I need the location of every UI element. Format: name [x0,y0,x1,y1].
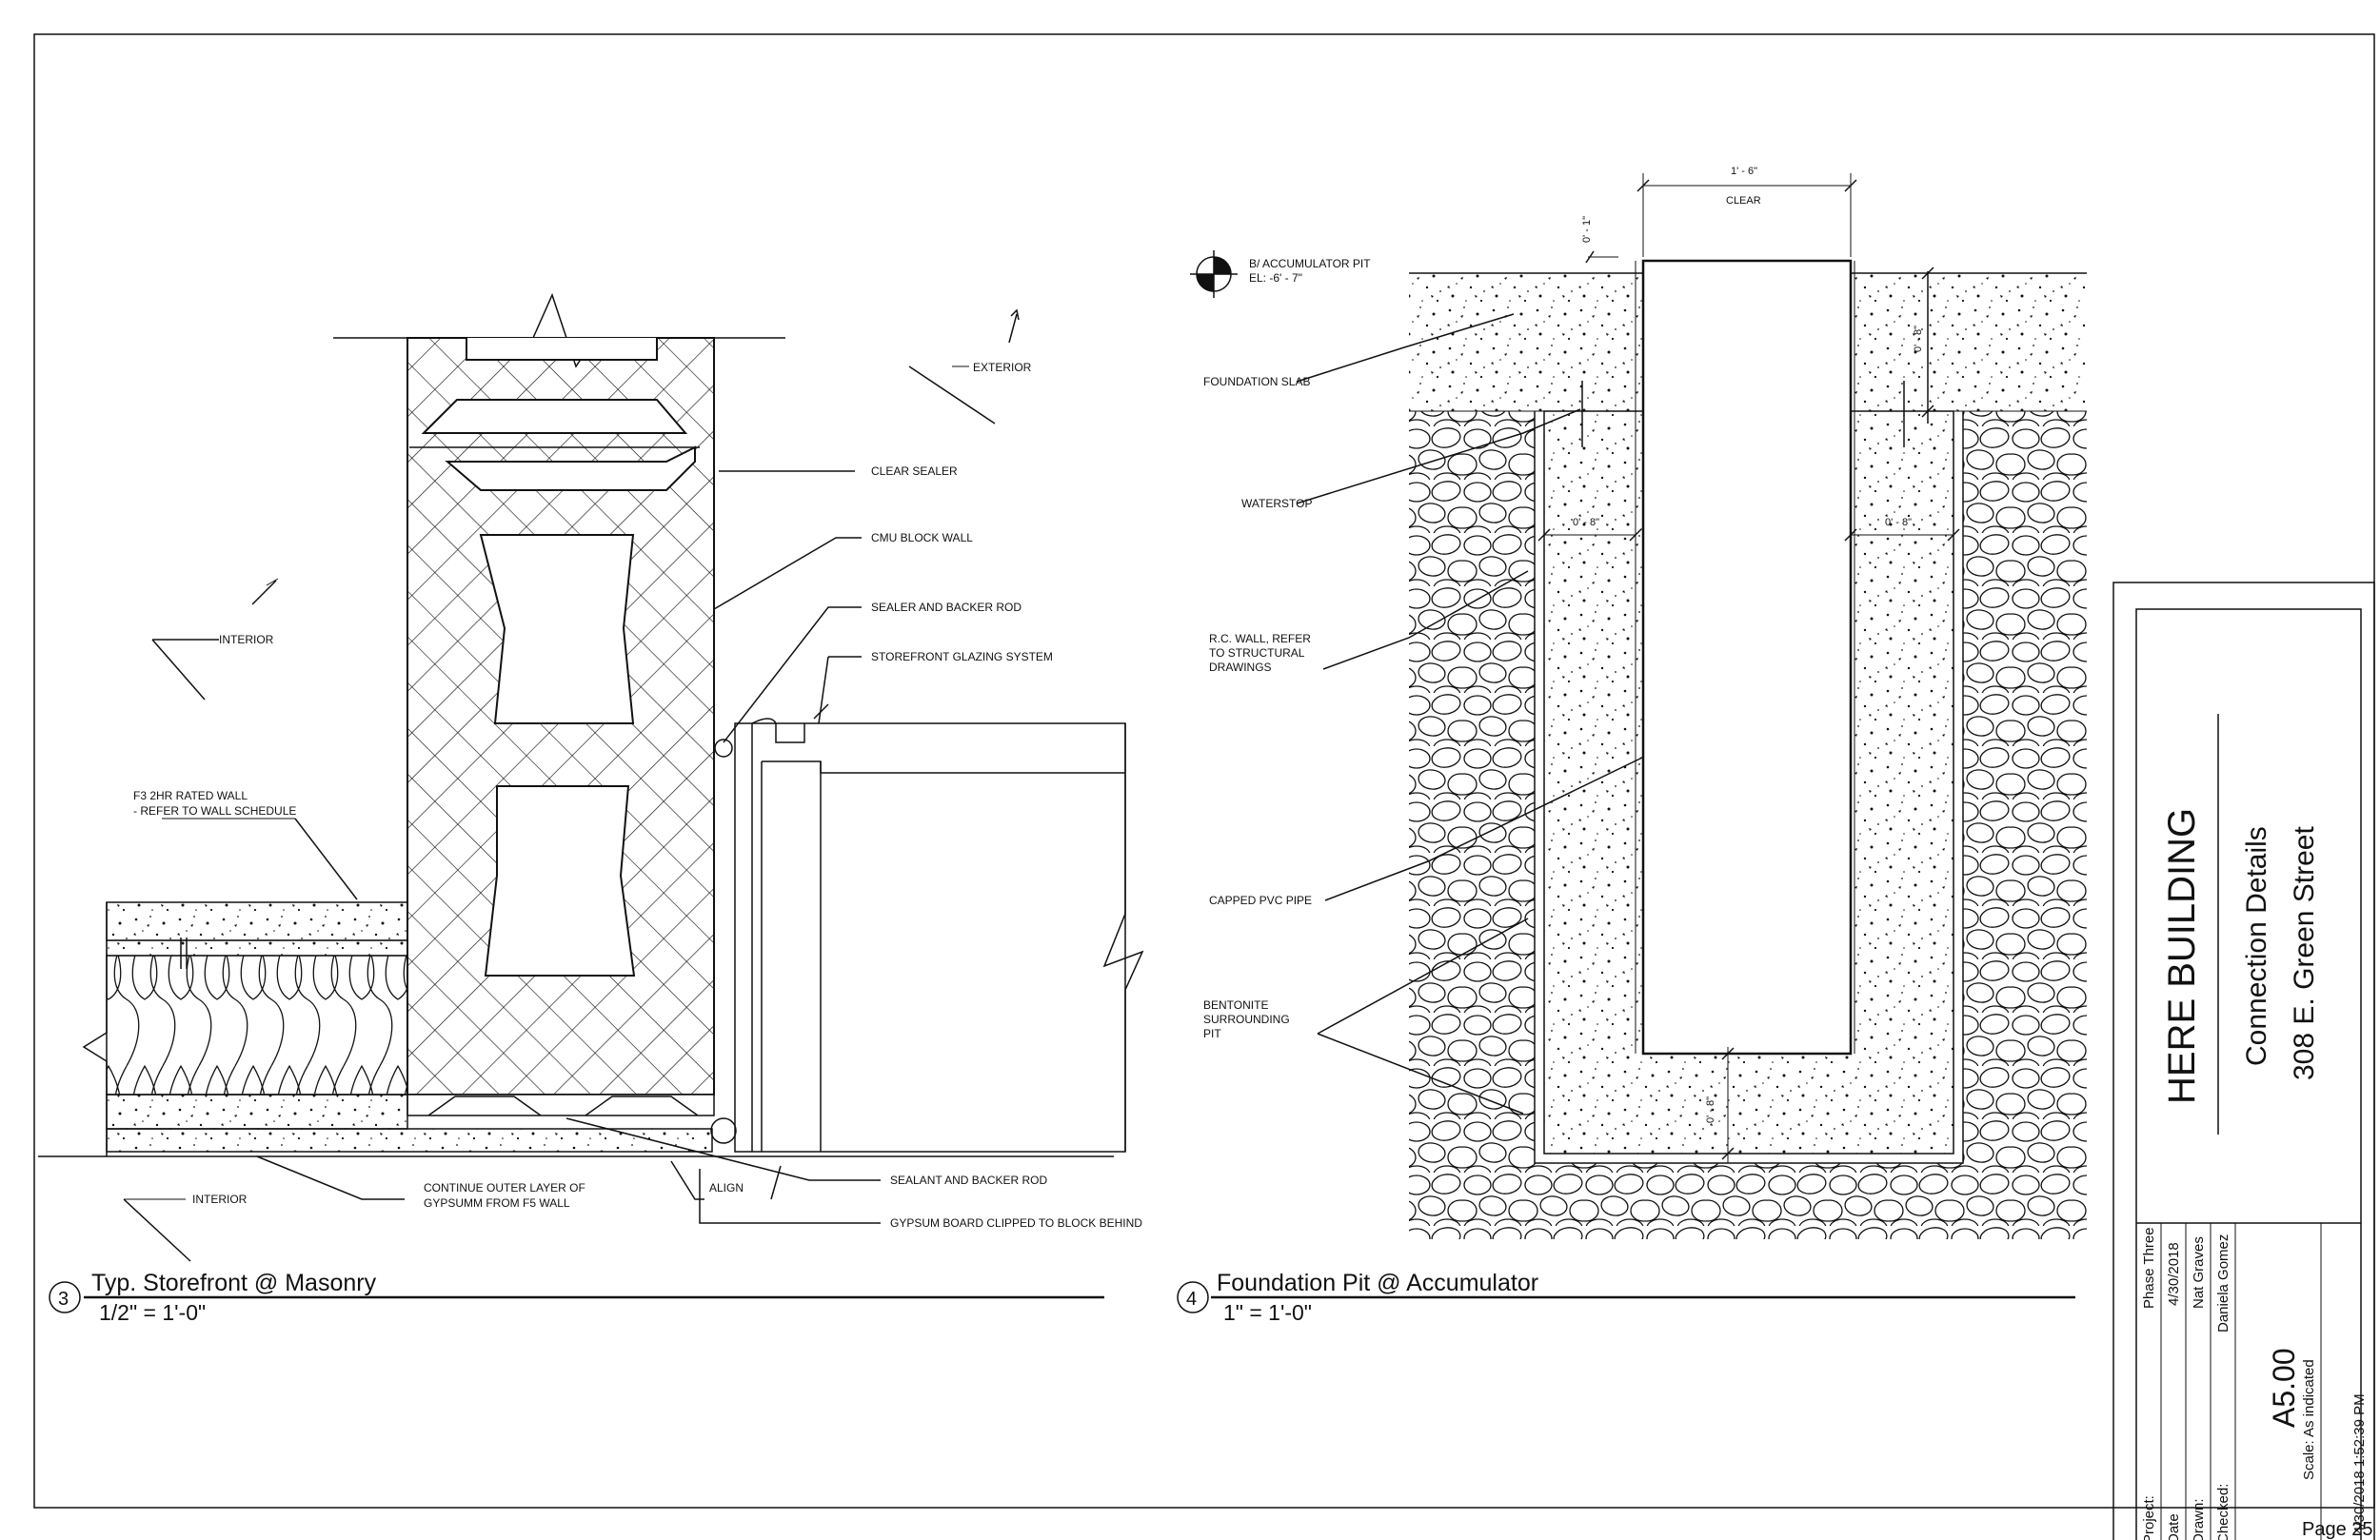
label-continue-line2: GYPSUMM FROM F5 WALL [424,1196,570,1210]
label-sealer-backer-rod: SEALER AND BACKER ROD [871,601,1021,614]
tb-drawn-label: Drawn: [2191,1498,2207,1540]
label-exterior: EXTERIOR [973,361,1032,374]
storefront-frame [710,718,1144,1153]
detail-4-title: Foundation Pit @ Accumulator [1217,1270,1538,1296]
label-interior-bottom: INTERIOR [192,1193,248,1206]
label-elevation-line1: B/ ACCUMULATOR PIT [1249,257,1371,270]
tb-scale-value: As indicated [2301,1359,2317,1437]
elevation-marker [1190,250,1238,298]
detail-4-leaders [1296,313,1643,1115]
label-foundation-slab: FOUNDATION SLAB [1203,375,1310,388]
label-bentonite-line2: SURROUNDING [1203,1013,1290,1026]
detail-4-number-bubble [1177,1281,1209,1313]
tb-sheet-title: Connection Details [2241,826,2272,1066]
dim-bottom: 0' - 8" [1705,1096,1716,1123]
interior-wall-assembly [38,901,1114,1157]
label-bentonite-line3: PIT [1203,1027,1221,1040]
detail-3-scale: 1/2" = 1'-0" [99,1300,206,1325]
page-label: Page 25 [2302,1519,2373,1540]
tb-date-label: Date [2166,1513,2182,1540]
detail-4-scale: 1" = 1'-0" [1223,1300,1312,1325]
dim-top: 0' - 1" [1581,216,1593,243]
detail-3-title: Typ. Storefront @ Masonry [91,1270,377,1296]
tb-project-label: Project: [2141,1495,2157,1540]
detail-3-leaders [123,308,1020,1262]
label-rc-wall-line2: TO STRUCTURAL [1209,646,1305,660]
dim-width: 1' - 6" [1731,166,1757,177]
detail-3-number: 3 [58,1289,69,1310]
tb-scale-label: Scale: [2301,1440,2317,1480]
tb-project-value: Phase Three [2141,1227,2157,1309]
tb-checked-label: Checked: [2215,1484,2231,1540]
label-cmu-block-wall: CMU BLOCK WALL [871,531,973,544]
title-block: HERE BUILDING Connection Details 308 E. … [2112,582,2375,1540]
tb-checked-value: Daniela Gomez [2215,1234,2231,1333]
capped-pvc-pipe [1641,259,1853,1056]
detail-4-foundation-pit: 1' - 6" CLEAR 0' - 1" 0' - 8" 0' - 8" 0'… [1177,166,2087,1325]
tb-drawn-value: Nat Graves [2191,1236,2207,1309]
label-sealant-backer-rod: SEALANT AND BACKER ROD [890,1174,1047,1187]
label-rc-wall-line1: R.C. WALL, REFER [1209,632,1311,645]
detail-4-number: 4 [1186,1289,1197,1310]
dim-left: 0' - 8" [1573,517,1599,528]
label-rc-wall-line3: DRAWINGS [1209,661,1272,674]
label-interior-top: INTERIOR [219,633,274,646]
tb-sheet-number: A5.00 [2267,1348,2301,1428]
tb-address: 308 E. Green Street [2289,826,2320,1080]
label-storefront-glazing: STOREFRONT GLAZING SYSTEM [871,650,1053,663]
detail-3-number-bubble [49,1281,81,1313]
label-capped-pvc-pipe: CAPPED PVC PIPE [1209,894,1312,907]
tb-building-name: HERE BUILDING [2161,808,2203,1104]
tb-timestamp: 4/30/2018 1:52:39 PM [2351,1393,2368,1534]
label-gypsum-clipped: GYPSUM BOARD CLIPPED TO BLOCK BEHIND [890,1216,1142,1230]
label-continue-line1: CONTINUE OUTER LAYER OF [424,1181,585,1194]
cmu-block-wall [333,292,785,1116]
dim-clear: CLEAR [1726,195,1761,207]
label-f3-wall-line1: F3 2HR RATED WALL [133,789,248,802]
detail-3-storefront: EXTERIOR CLEAR SEALER CMU BLOCK WALL SEA… [38,292,1144,1325]
label-elevation-line2: EL: -6' - 7" [1249,271,1302,285]
dim-slab: 0' - 8" [1913,326,1924,352]
label-bentonite-line1: BENTONITE [1203,998,1268,1012]
label-f3-wall-line2: - REFER TO WALL SCHEDULE [133,804,296,818]
dim-right: 0' - 8" [1885,517,1912,528]
tb-date-value: 4/30/2018 [2166,1242,2182,1306]
label-align: ALIGN [709,1181,744,1194]
label-clear-sealer: CLEAR SEALER [871,464,958,478]
label-waterstop: WATERSTOP [1241,497,1312,510]
